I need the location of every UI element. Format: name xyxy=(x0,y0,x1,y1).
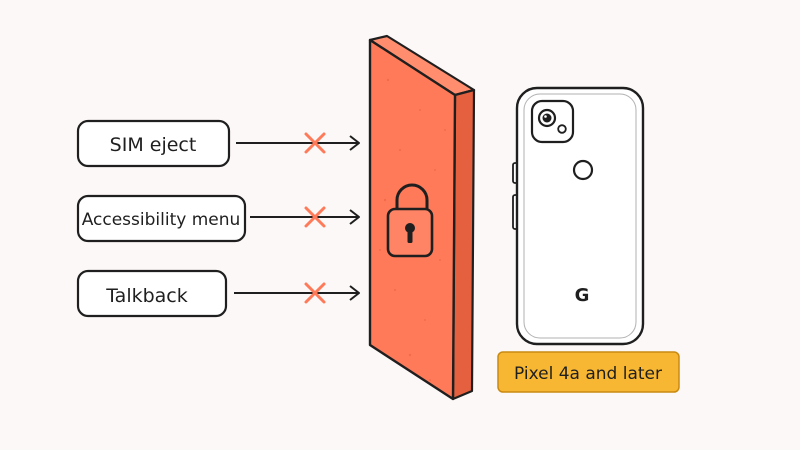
device-badge: Pixel 4a and later xyxy=(497,351,680,393)
x-mark-icon xyxy=(304,132,326,154)
method-label: Accessibility menu xyxy=(82,210,241,230)
phone-body xyxy=(515,86,645,346)
method-sim-eject: SIM eject xyxy=(76,119,231,168)
x-mark-icon xyxy=(304,282,326,304)
method-box xyxy=(76,119,231,168)
flash-icon xyxy=(557,124,567,134)
blocked-arrow-talkback xyxy=(234,282,360,304)
fingerprint-sensor xyxy=(572,159,594,181)
device-badge-box xyxy=(497,351,680,393)
method-label: Talkback xyxy=(105,285,188,307)
method-box xyxy=(76,269,228,318)
barrier-wall xyxy=(368,34,476,401)
method-accessibility-menu: Accessibility menu xyxy=(76,194,247,243)
device-badge-label: Pixel 4a and later xyxy=(514,364,662,384)
phone-logo: G xyxy=(575,285,590,306)
arrowhead-icon xyxy=(349,209,360,225)
arrowhead-icon xyxy=(349,135,360,151)
blocked-arrow-sim-eject xyxy=(236,132,360,154)
arrowhead-icon xyxy=(349,285,360,301)
method-talkback: Talkback xyxy=(76,269,228,318)
phone-illustration: G xyxy=(512,86,645,346)
method-label: SIM eject xyxy=(110,134,197,156)
method-box xyxy=(76,194,247,243)
blocked-arrow-accessibility-menu xyxy=(250,206,360,228)
barrier-side-face xyxy=(451,88,476,401)
camera-lens-icon xyxy=(537,108,557,128)
x-mark-icon xyxy=(304,206,326,228)
padlock-icon xyxy=(386,183,434,258)
